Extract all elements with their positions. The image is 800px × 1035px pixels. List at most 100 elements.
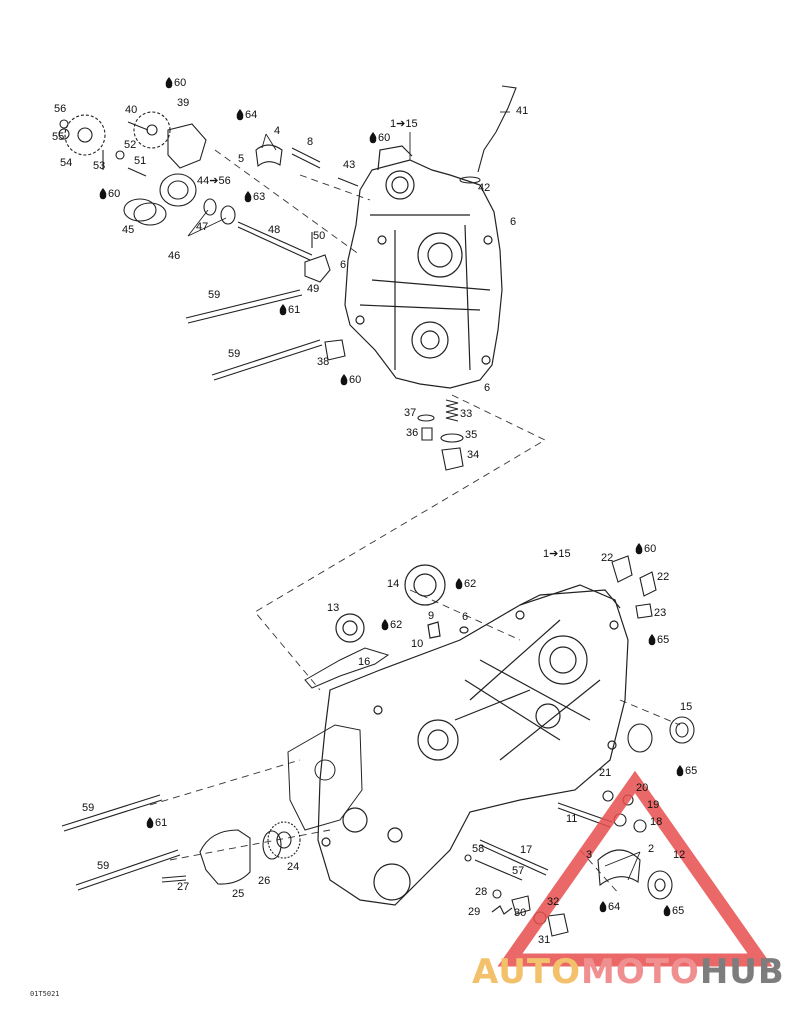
callout-number: 55 [52,131,64,143]
callout-52: 10 [411,638,423,650]
callout-number: 52 [124,139,136,151]
washer-56 [59,119,69,129]
callout-22: 45 [122,224,134,236]
oil-drop-icon [99,188,107,200]
gear-54-hub [77,127,93,143]
callout-number: 59 [82,802,94,814]
callout-25: 50 [313,230,325,242]
pin-51 [127,167,147,177]
oil-drop-icon [648,634,656,646]
callout-33: 60 [340,374,361,386]
gasket-plate-hole [314,759,336,781]
callout-72: 27 [177,881,189,893]
callout-30: 61 [279,304,300,316]
callout-46: 23 [654,607,666,619]
callout-77: 65 [663,905,684,917]
callout-number: 12 [673,849,685,861]
screw-36 [421,427,433,441]
callout-number: 65 [685,765,697,777]
oil-drop-icon [165,77,173,89]
callout-number: 63 [253,191,265,203]
upper-bolt-hole-2 [483,235,493,245]
callout-number: 17 [520,844,532,856]
oring-35 [440,433,464,443]
pointer-47 [187,209,227,237]
filter-24-inner [276,831,292,849]
cvt-bore-small [535,703,561,729]
callout-49: 6 [462,611,468,623]
upper-crankcase-outline [344,159,503,389]
callout-number: 62 [464,578,476,590]
oring-42 [459,176,481,184]
callout-75: 32 [547,896,559,908]
callout-number: 60 [174,77,186,89]
callout-number: 64 [245,109,257,121]
seal-12-inner [654,878,666,892]
callout-number: 45 [122,224,134,236]
stud-59-upper-b [211,339,323,381]
upper-lower-bore-inner [420,330,440,350]
leader-dashed-3 [299,174,371,201]
bearing-14-inner [413,573,437,597]
upper-crankcase [344,145,503,389]
washer-21 [602,790,614,802]
lower-right-parts [464,555,695,937]
callout-79: 30 [514,907,526,919]
spring-33 [445,399,459,422]
callout-number: 28 [475,886,487,898]
callout-80: 31 [538,934,550,946]
upper-crankcase-flange [377,145,413,171]
pin-9 [427,621,441,639]
callout-number: 34 [467,449,479,461]
callout-66: 3 [586,849,592,861]
washer-55 [58,128,70,140]
leader-lines [149,149,681,896]
pin-43 [337,177,359,187]
callout-15: 5 [238,153,244,165]
callout-53: 16 [358,656,370,668]
lower-crankcase-outline [317,584,629,906]
callout-68: 59 [97,860,109,872]
bolt-40 [127,121,149,131]
oil-drop-icon [455,578,463,590]
callout-number: 65 [657,634,669,646]
callout-number: 64 [608,901,620,913]
callout-number: 61 [155,817,167,829]
gasket-16 [304,647,390,689]
upper-crankcase-rib-1 [359,214,491,311]
callout-47: 13 [327,602,339,614]
seal-12 [647,870,673,900]
callout-number: 20 [636,782,648,794]
bearing-3 [597,849,641,887]
stud-59-lower-a [61,794,163,832]
callout-3: 39 [177,97,189,109]
crank-bore [417,719,459,761]
leader-dashed-2 [214,149,361,256]
pump-rotor-44 [159,173,197,207]
callout-number: 59 [228,348,240,360]
callout-23: 47 [196,221,208,233]
seal-13 [335,613,365,643]
callout-number: 53 [93,160,105,172]
shaft-48 [237,221,313,261]
callout-number: 59 [97,860,109,872]
callout-number: 60 [349,374,361,386]
oring-45a [123,198,157,222]
screw-27 [161,875,187,883]
gasket-group [287,647,390,831]
washer-37 [417,414,435,422]
callout-35: 37 [404,407,416,419]
callout-0: 60 [165,77,186,89]
callout-number: 6 [510,216,516,228]
plug-34 [441,447,464,471]
seal-15-inner [675,722,689,738]
sensor-22b [639,571,657,597]
oil-drop-icon [236,109,244,121]
plug-23 [635,603,653,619]
callout-number: 59 [208,289,220,301]
bolt-57 [474,859,523,881]
callout-number: 15 [680,701,692,713]
bearing-14 [404,564,446,606]
